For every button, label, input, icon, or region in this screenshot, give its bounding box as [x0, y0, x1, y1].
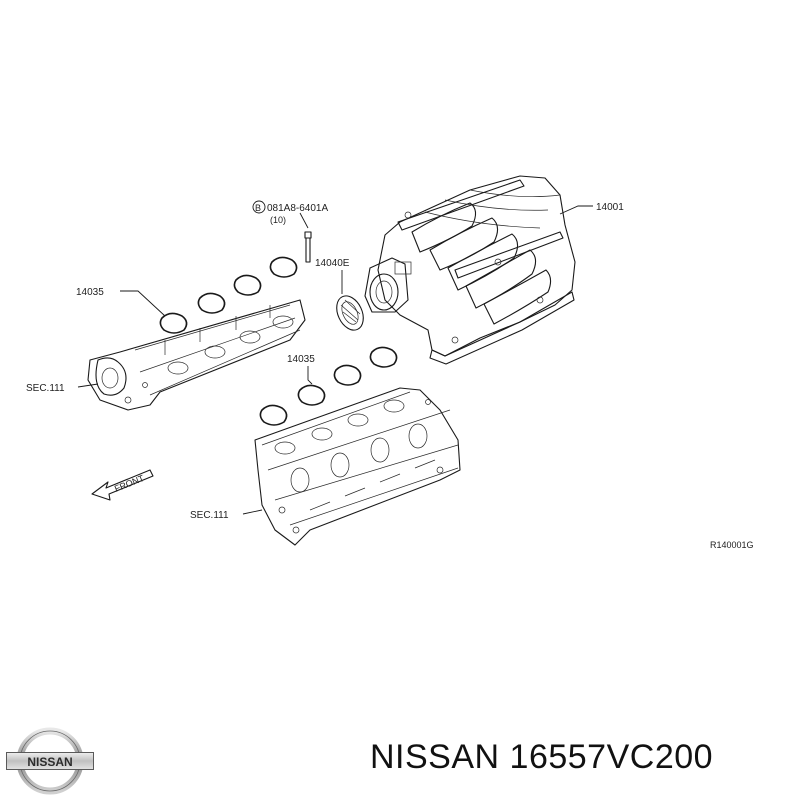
cylinder-head-upper — [87, 299, 306, 411]
throttle-body — [364, 257, 412, 313]
front-label: FRONT — [113, 473, 146, 494]
part-caption: NISSAN 16557VC200 — [370, 738, 790, 786]
label-14001: 14001 — [596, 202, 624, 213]
label-bolt-qty: (10) — [270, 215, 286, 225]
gasket-set-upper — [159, 256, 298, 334]
diagram-code: R140001G — [710, 540, 754, 550]
label-bolt-ref: 081A8-6401A — [267, 203, 328, 214]
part-number: 16557VC200 — [509, 738, 714, 776]
bolt-ref-symbol: B — [255, 203, 261, 213]
gasket-set-lower — [259, 346, 398, 426]
label-14040e: 14040E — [315, 258, 350, 269]
nissan-logo: NISSAN — [6, 727, 94, 795]
intake-manifold — [364, 175, 576, 365]
bolt — [304, 231, 312, 263]
logo-text: NISSAN — [27, 755, 72, 769]
label-14035-lower: 14035 — [287, 354, 315, 365]
throttle-gasket — [336, 295, 364, 331]
bolt-ref-symbol-circle — [252, 200, 266, 214]
cylinder-head-lower — [254, 387, 461, 546]
brand-name: NISSAN — [370, 738, 500, 776]
front-arrow: FRONT — [91, 469, 154, 501]
label-sec111-lower: SEC.111 — [190, 510, 229, 521]
label-14035-upper: 14035 — [76, 287, 104, 298]
label-sec111-upper: SEC.111 — [26, 383, 65, 394]
